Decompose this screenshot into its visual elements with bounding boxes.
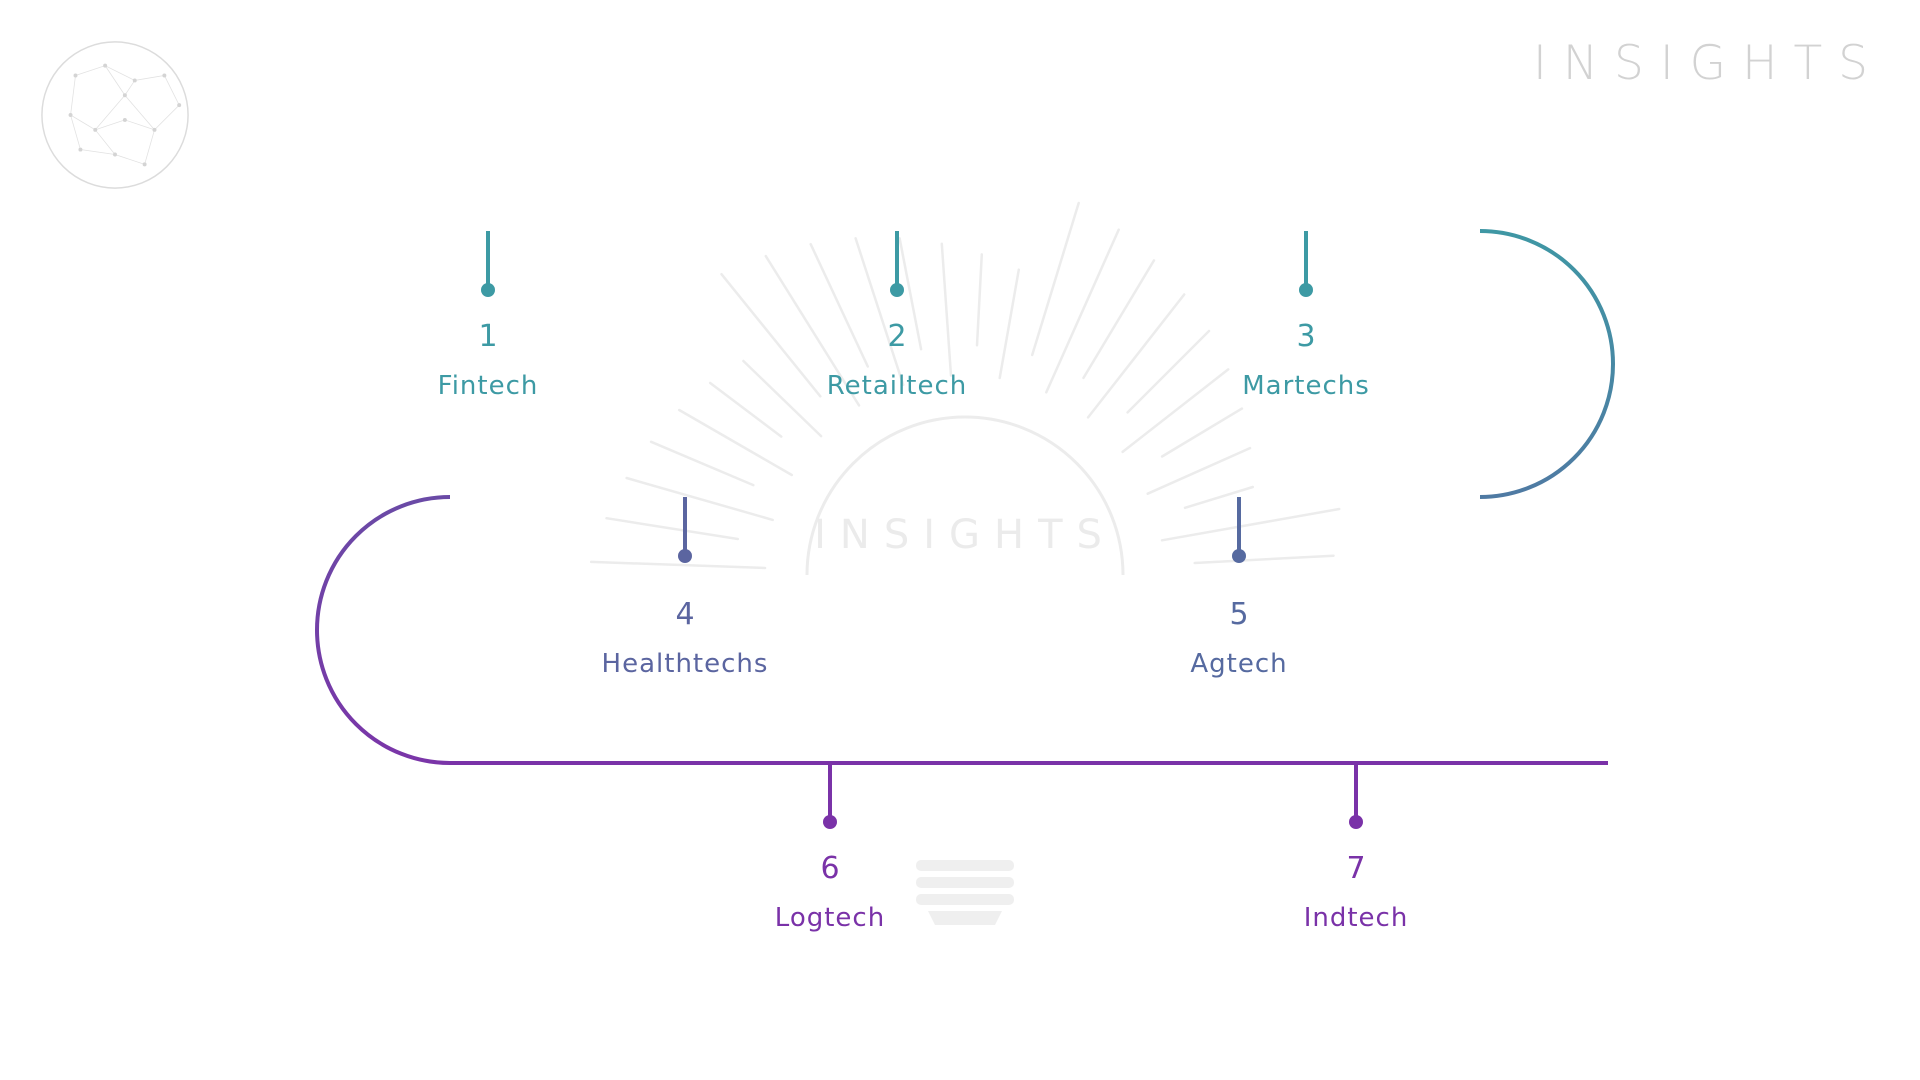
milestone-logtech: 6 Logtech: [775, 763, 885, 933]
watermark-ray: [1045, 228, 1120, 394]
watermark-ray: [1126, 329, 1211, 414]
watermark-ray: [605, 516, 740, 541]
step-label: Logtech: [775, 903, 885, 933]
watermark-ray: [998, 268, 1021, 380]
step-label: Indtech: [1304, 903, 1409, 933]
step-number: 5: [1229, 597, 1248, 632]
step-label: Retailtech: [827, 371, 967, 401]
watermark-ray: [742, 359, 823, 438]
watermark-ray: [809, 242, 870, 368]
timeline-path: [312, 229, 1615, 765]
watermark-ray: [1146, 446, 1252, 495]
milestone-agtech: 5 Agtech: [1190, 497, 1287, 679]
milestone-healthtechs: 4 Healthtechs: [602, 497, 769, 679]
brand-wordmark: INSIGHTS: [1532, 36, 1884, 91]
step-number: 6: [820, 851, 839, 886]
watermark-ray: [677, 408, 794, 477]
watermark-ray: [764, 254, 861, 407]
milestones: 1 Fintech 2 Retailtech 3 Martechs 4 Heal…: [438, 231, 1409, 933]
watermark-ray: [1030, 201, 1080, 357]
milestone-retailtech: 2 Retailtech: [827, 231, 967, 401]
watermark-ray: [940, 242, 953, 377]
watermark-ray: [589, 560, 767, 570]
step-number: 7: [1346, 851, 1365, 886]
watermark-ray: [1121, 368, 1230, 454]
watermark-ray: [898, 237, 923, 351]
watermark-ray: [708, 381, 783, 438]
step-label: Healthtechs: [602, 649, 769, 679]
milestone-martechs: 3 Martechs: [1242, 231, 1370, 401]
step-label: Agtech: [1190, 649, 1287, 679]
watermark-ray: [720, 272, 822, 398]
watermark-ray: [975, 253, 984, 347]
globe-logo-icon: [41, 41, 189, 189]
watermark-sunburst: [589, 201, 1341, 576]
step-number: 1: [478, 319, 497, 354]
watermark-ray: [1193, 554, 1335, 565]
watermark-ray: [854, 237, 905, 387]
step-number: 3: [1296, 319, 1315, 354]
watermark-arc: [805, 415, 1125, 576]
lightbulb-watermark-icon: [916, 860, 1014, 925]
step-label: Fintech: [438, 371, 539, 401]
watermark-ray: [1160, 507, 1341, 542]
step-number: 4: [675, 597, 694, 632]
step-number: 2: [887, 319, 906, 354]
watermark-text: INSIGHTS: [814, 512, 1116, 558]
watermark-ray: [1086, 293, 1186, 419]
watermark-ray: [1160, 407, 1244, 458]
milestone-fintech: 1 Fintech: [438, 231, 539, 401]
step-label: Martechs: [1242, 371, 1370, 401]
milestone-indtech: 7 Indtech: [1304, 763, 1409, 933]
watermark-ray: [649, 440, 755, 487]
watermark-ray: [1082, 259, 1156, 380]
